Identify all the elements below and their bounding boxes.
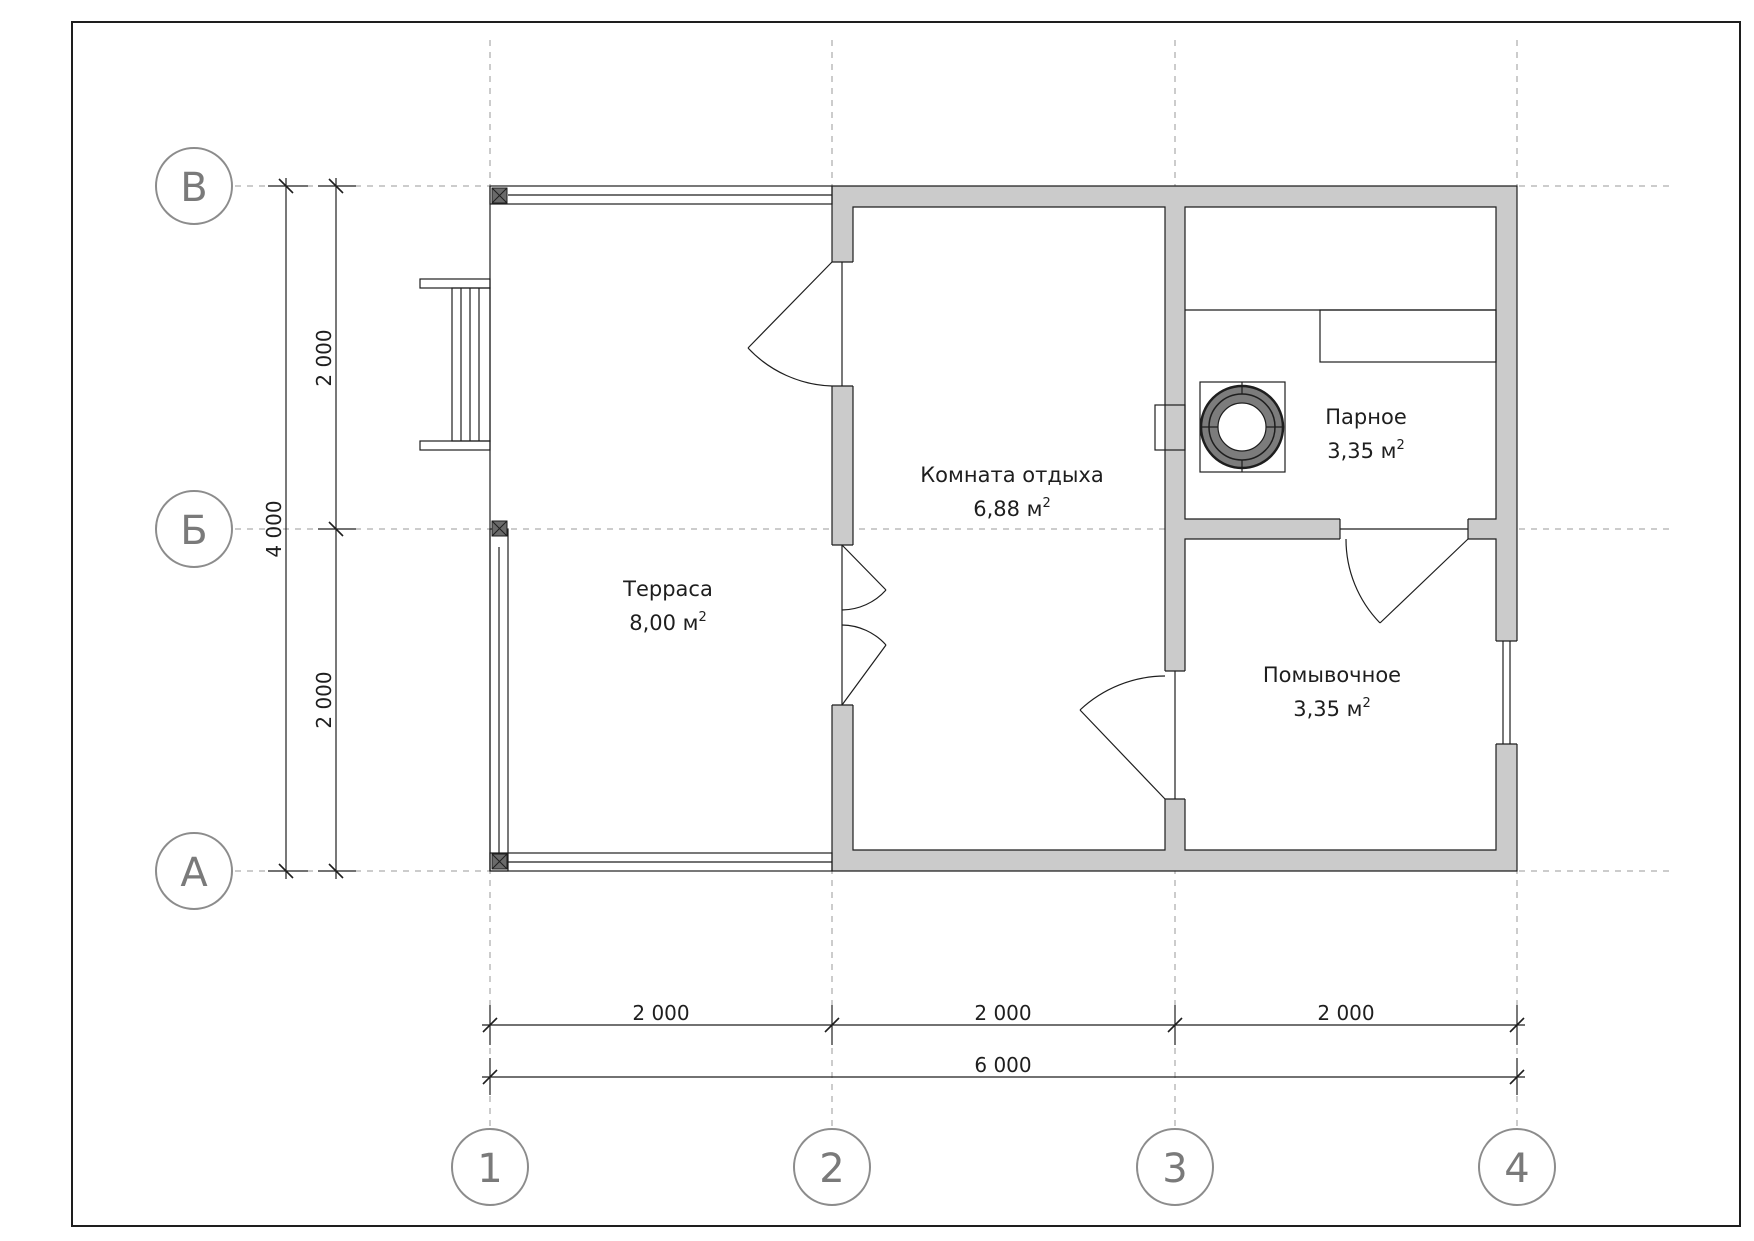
left-dimensions: 4 000 2 000 2 000 xyxy=(262,178,356,879)
dim-span-3-4: 2 000 xyxy=(1317,1001,1374,1025)
wash-area: 3,35 м2 xyxy=(1293,696,1371,721)
col-bubble-3 xyxy=(1136,1128,1214,1206)
column-axis-bubbles: 1 2 3 4 xyxy=(451,1128,1556,1206)
row-axis-bubbles: В Б А xyxy=(155,147,233,910)
col-label-4: 4 xyxy=(1504,1146,1529,1192)
row-label-v: В xyxy=(180,165,207,211)
sheet-frame xyxy=(71,21,1741,1227)
col-label-2: 2 xyxy=(819,1146,844,1192)
col-label-1: 1 xyxy=(477,1146,502,1192)
dim-total-height: 4 000 xyxy=(262,500,286,557)
row-label-a: А xyxy=(180,850,208,896)
terrace-area: 8,00 м2 xyxy=(629,610,707,635)
lounge-area: 6,88 м2 xyxy=(973,496,1051,521)
col-bubble-1 xyxy=(451,1128,529,1206)
row-bubble-v xyxy=(155,147,233,225)
exterior-walls xyxy=(831,185,1518,872)
col-bubble-4 xyxy=(1478,1128,1556,1206)
door-swings xyxy=(747,261,1469,800)
steam-area: 3,35 м2 xyxy=(1327,438,1405,463)
dim-span-2-3: 2 000 xyxy=(974,1001,1031,1025)
row-bubble-b xyxy=(155,490,233,568)
dim-span-b-a: 2 000 xyxy=(312,671,336,728)
wash-name: Помывочное xyxy=(1263,663,1401,687)
door-openings xyxy=(831,261,1518,800)
dim-span-1-2: 2 000 xyxy=(632,1001,689,1025)
terrace-name: Терраса xyxy=(622,577,713,601)
row-label-b: Б xyxy=(180,508,207,554)
col-label-3: 3 xyxy=(1162,1146,1187,1192)
row-bubble-a xyxy=(155,832,233,910)
dim-total-width: 6 000 xyxy=(974,1053,1031,1077)
lounge-name: Комната отдыха xyxy=(920,463,1103,487)
col-bubble-2 xyxy=(793,1128,871,1206)
room-labels: Терраса 8,00 м2 Комната отдыха 6,88 м2 П… xyxy=(622,405,1407,721)
bottom-dimensions: 2 000 2 000 2 000 6 000 xyxy=(482,1001,1525,1095)
dim-span-v-b: 2 000 xyxy=(312,329,336,386)
entrance-steps xyxy=(419,278,491,451)
steam-room-benches xyxy=(1185,309,1497,363)
stove xyxy=(1154,381,1286,473)
steam-name: Парное xyxy=(1325,405,1407,429)
